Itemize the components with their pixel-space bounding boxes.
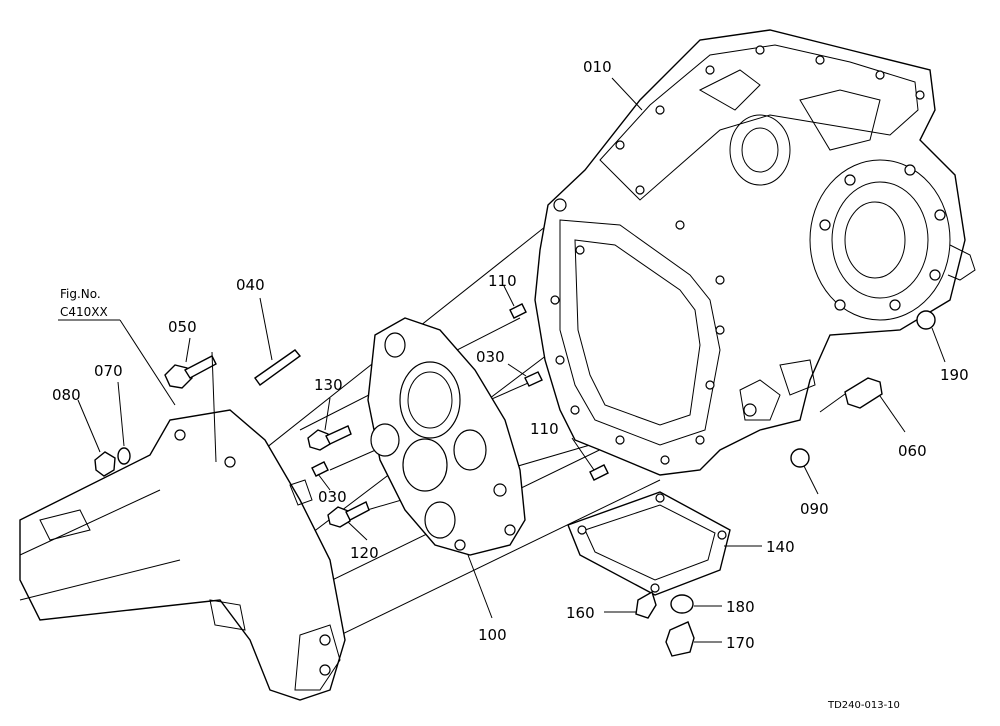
transmission-case: [534, 29, 976, 476]
callout-090: 090: [800, 500, 829, 518]
front-housing: [19, 409, 346, 701]
figure-info: Fig.No. C410XX TD240-013-10: [60, 287, 900, 711]
callout-070: 070: [94, 362, 123, 380]
fasteners: [94, 303, 936, 528]
callout-060: 060: [898, 442, 927, 460]
callout-110-upper: 110: [488, 272, 517, 290]
callout-080: 080: [52, 386, 81, 404]
fig-label: Fig.No.: [60, 287, 101, 301]
callout-160: 160: [566, 604, 595, 622]
callout-030-upper: 030: [476, 348, 505, 366]
drawing-code: TD240-013-10: [827, 700, 900, 711]
callout-110-lower: 110: [530, 420, 559, 438]
callout-030-lower: 030: [318, 488, 347, 506]
bottom-cover: [567, 491, 731, 657]
callout-170: 170: [726, 634, 755, 652]
callout-050: 050: [168, 318, 197, 336]
leader-lines: [58, 77, 946, 643]
callout-labels: 010 040 050 070 080 130 110 030 110 030 …: [52, 58, 969, 652]
callout-120: 120: [350, 544, 379, 562]
callout-100: 100: [478, 626, 507, 644]
callout-140: 140: [766, 538, 795, 556]
gear-case-cover: [367, 317, 526, 556]
fig-number: C410XX: [60, 305, 108, 319]
callout-180: 180: [726, 598, 755, 616]
callout-130: 130: [314, 376, 343, 394]
callout-010: 010: [583, 58, 612, 76]
callout-190: 190: [940, 366, 969, 384]
callout-040: 040: [236, 276, 265, 294]
